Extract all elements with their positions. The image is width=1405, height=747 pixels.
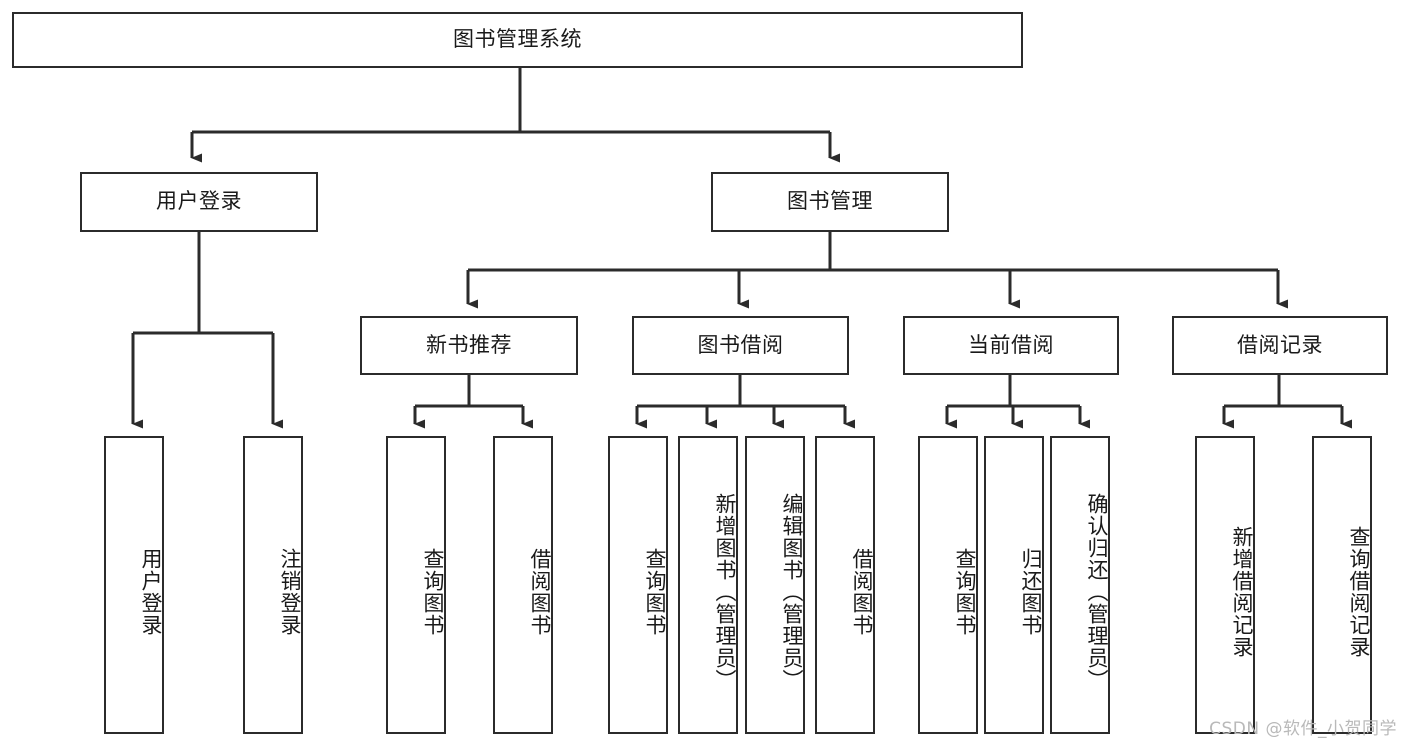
node-user-login[interactable]: 用户登录 bbox=[80, 172, 318, 232]
node-leaf-query-book-1[interactable]: 查询图书 bbox=[386, 436, 446, 734]
node-leaf-query-book-3[interactable]: 查询图书 bbox=[918, 436, 978, 734]
node-leaf-user-login[interactable]: 用户登录 bbox=[104, 436, 164, 734]
node-leaf-add-book[interactable]: 新增图书（管理员） bbox=[678, 436, 738, 734]
node-leaf-add-record[interactable]: 新增借阅记录 bbox=[1195, 436, 1255, 734]
node-book-borrow[interactable]: 图书借阅 bbox=[632, 316, 849, 375]
node-leaf-add-book-label: 新增图书（管理员） bbox=[713, 493, 737, 691]
node-root-label: 图书管理系统 bbox=[453, 27, 582, 52]
node-root[interactable]: 图书管理系统 bbox=[12, 12, 1023, 68]
node-leaf-add-record-label: 新增借阅记录 bbox=[1230, 526, 1254, 658]
node-user-login-label: 用户登录 bbox=[156, 189, 242, 214]
node-current-borrow[interactable]: 当前借阅 bbox=[903, 316, 1119, 375]
node-leaf-user-logout-label: 注销登录 bbox=[278, 548, 302, 636]
node-current-borrow-label: 当前借阅 bbox=[968, 332, 1054, 357]
node-leaf-return-book[interactable]: 归还图书 bbox=[984, 436, 1044, 734]
node-leaf-query-book-2-label: 查询图书 bbox=[643, 548, 667, 636]
node-leaf-edit-book[interactable]: 编辑图书（管理员） bbox=[745, 436, 805, 734]
node-leaf-borrow-book-1[interactable]: 借阅图书 bbox=[493, 436, 553, 734]
node-leaf-query-record-label: 查询借阅记录 bbox=[1347, 526, 1371, 658]
node-leaf-return-book-label: 归还图书 bbox=[1019, 548, 1043, 636]
node-new-book-recommend-label: 新书推荐 bbox=[426, 332, 512, 357]
node-borrow-record-label: 借阅记录 bbox=[1237, 332, 1323, 357]
watermark-text: CSDN @软件_小贺同学 bbox=[1209, 719, 1397, 739]
node-book-manage[interactable]: 图书管理 bbox=[711, 172, 949, 232]
node-leaf-borrow-book-2[interactable]: 借阅图书 bbox=[815, 436, 875, 734]
node-leaf-user-logout[interactable]: 注销登录 bbox=[243, 436, 303, 734]
node-leaf-borrow-book-2-label: 借阅图书 bbox=[850, 548, 874, 636]
node-book-manage-label: 图书管理 bbox=[787, 189, 873, 214]
node-leaf-borrow-book-1-label: 借阅图书 bbox=[528, 548, 552, 636]
node-borrow-record[interactable]: 借阅记录 bbox=[1172, 316, 1388, 375]
node-leaf-edit-book-label: 编辑图书（管理员） bbox=[780, 493, 804, 691]
node-leaf-user-login-label: 用户登录 bbox=[139, 548, 163, 636]
node-new-book-recommend[interactable]: 新书推荐 bbox=[360, 316, 578, 375]
node-book-borrow-label: 图书借阅 bbox=[697, 332, 784, 357]
node-leaf-query-book-2[interactable]: 查询图书 bbox=[608, 436, 668, 734]
node-leaf-confirm-return-label: 确认归还（管理员） bbox=[1085, 493, 1109, 691]
node-leaf-query-book-1-label: 查询图书 bbox=[421, 548, 445, 636]
node-leaf-query-record[interactable]: 查询借阅记录 bbox=[1312, 436, 1372, 734]
node-leaf-query-book-3-label: 查询图书 bbox=[953, 548, 977, 636]
node-leaf-confirm-return[interactable]: 确认归还（管理员） bbox=[1050, 436, 1110, 734]
